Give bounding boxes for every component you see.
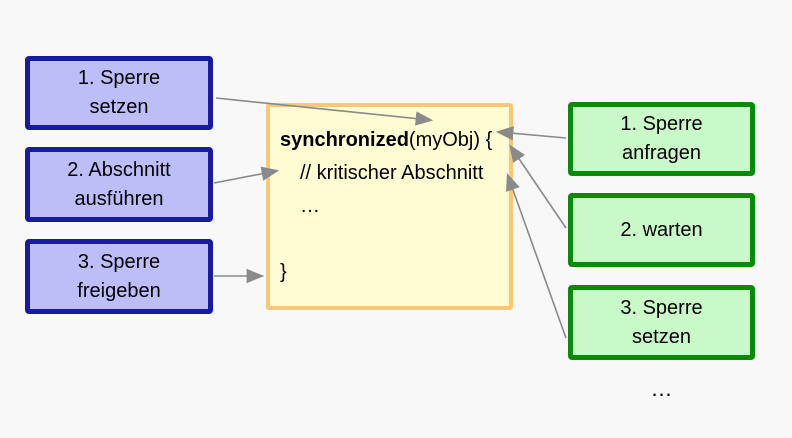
code-keyword-synchronized: synchronized — [280, 129, 409, 151]
lock-step-2-line1: 2. Abschnitt — [67, 158, 171, 181]
request-step-3-line1: 3. Sperre — [620, 296, 703, 319]
request-step-1-line2: anfragen — [622, 142, 701, 164]
code-line-ellipsis: … — [300, 195, 320, 217]
lock-step-3-line1: 3. Sperre — [77, 250, 161, 273]
lock-step-3-line2: freigeben — [77, 279, 161, 302]
arrow-sperre-setzen-right — [506, 172, 567, 339]
lock-step-box-1: 1. Sperre setzen — [25, 56, 213, 130]
code-signature-rest: (myObj) { — [408, 129, 493, 151]
lock-step-box-2: 2. Abschnitt ausführen — [25, 147, 213, 222]
lock-step-2-line2: ausführen — [74, 187, 164, 210]
lock-step-1-line1: 1. Sperre — [77, 67, 161, 89]
request-step-3-line2: setzen — [632, 325, 691, 348]
code-line-blank — [280, 223, 509, 256]
request-step-box-1: 1. Sperre anfragen — [568, 102, 755, 176]
code-line-comment: // kritischer Abschnitt — [300, 162, 484, 184]
request-step-1-line1: 1. Sperre — [620, 113, 703, 135]
request-step-box-3: 3. Sperre setzen — [568, 285, 755, 360]
lock-step-1-line2: setzen — [89, 96, 149, 118]
lock-step-box-3: 3. Sperre freigeben — [25, 239, 213, 314]
arrow-warten — [509, 144, 567, 229]
request-step-box-2: 2. warten — [568, 193, 755, 267]
code-block: synchronized(myObj) { // kritischer Absc… — [266, 103, 513, 310]
code-line-signature: synchronized(myObj) { — [280, 124, 509, 157]
code-line-closing-brace: } — [280, 261, 287, 283]
request-step-2-line1: 2. warten — [620, 218, 703, 241]
more-steps-ellipsis: … — [650, 376, 673, 401]
